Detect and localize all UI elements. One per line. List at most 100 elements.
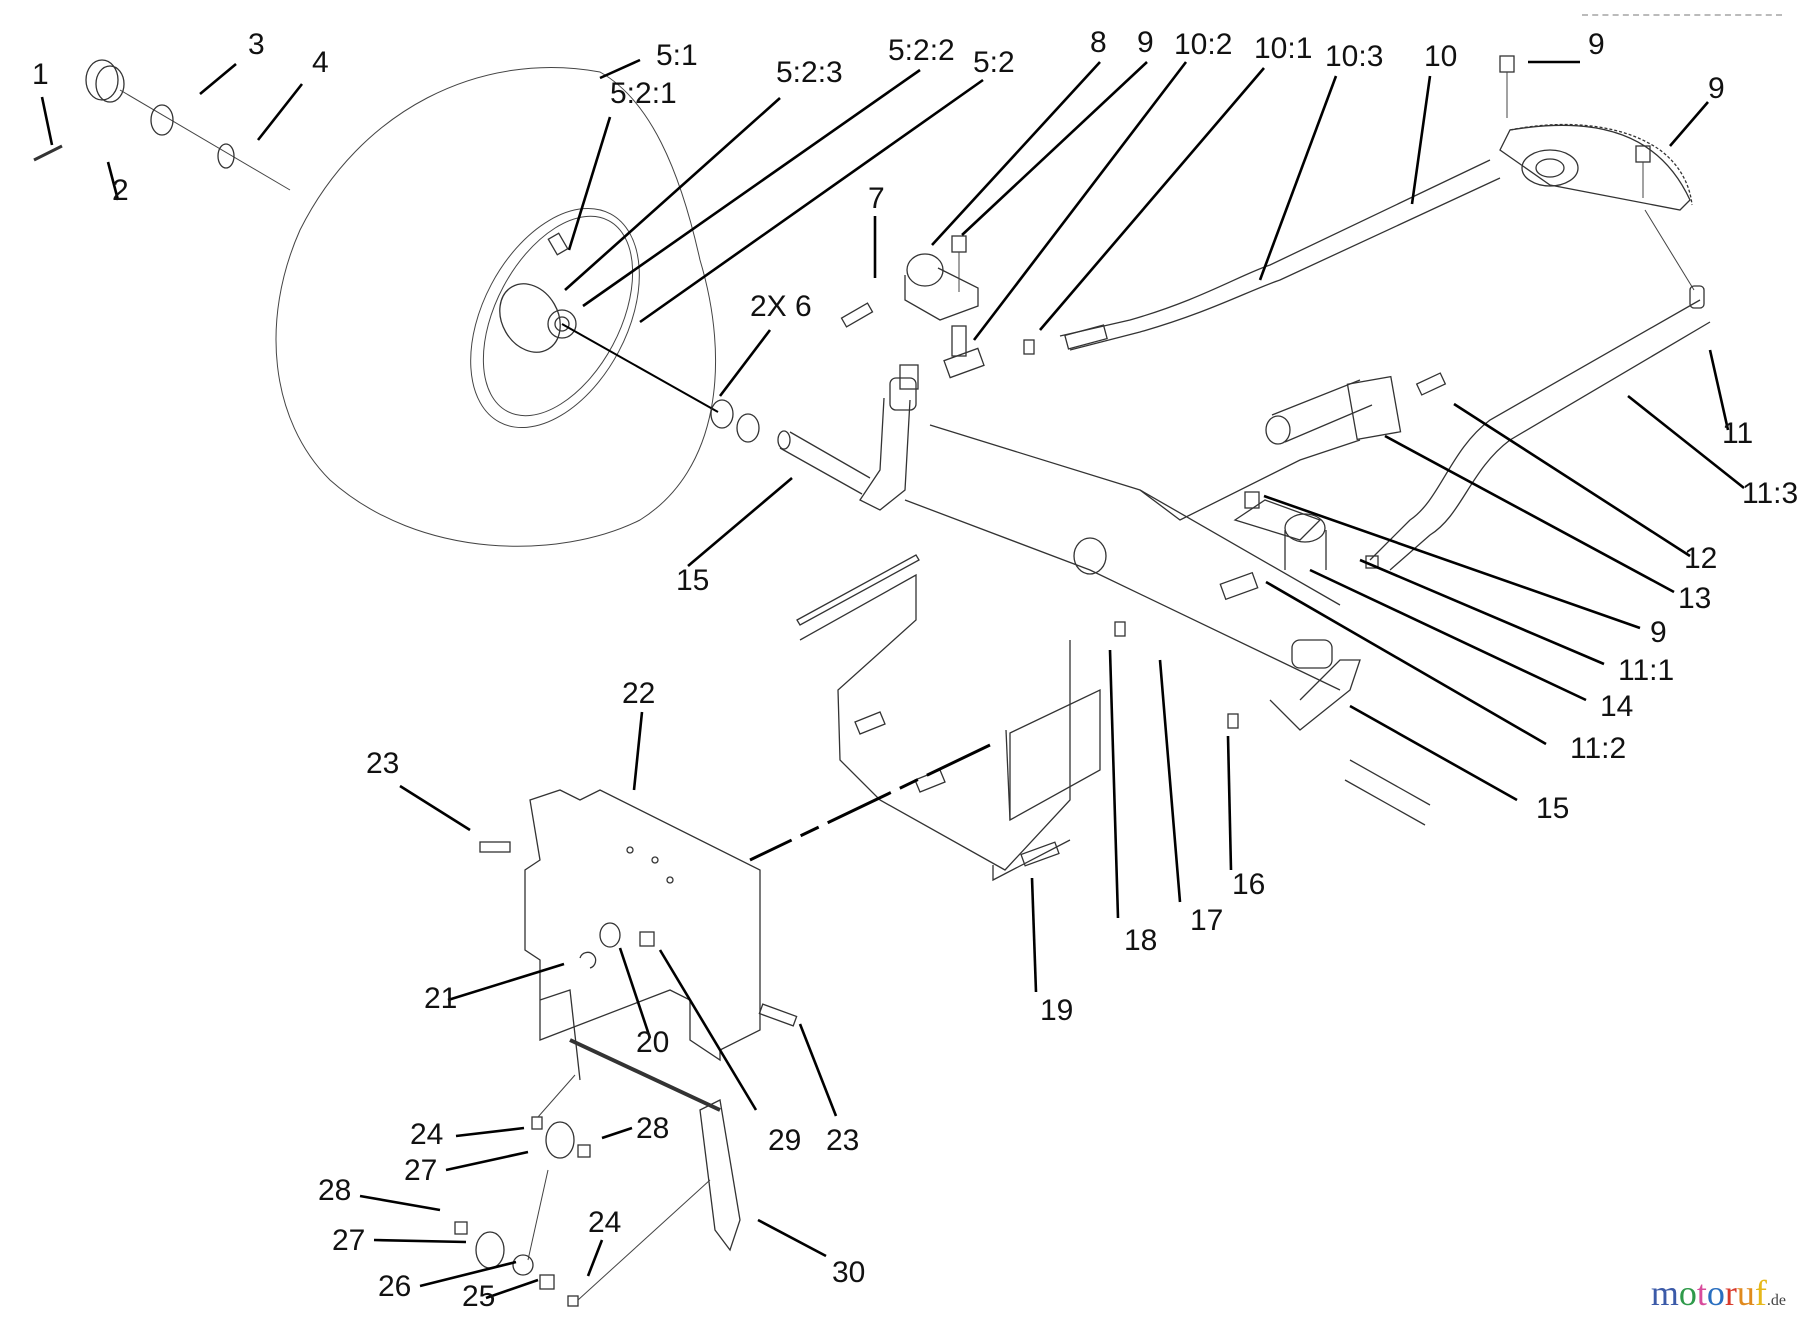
callout-label: 25 [462, 1280, 495, 1313]
callout-label: 21 [424, 982, 457, 1015]
tie-rod-end-11-2 [1219, 571, 1259, 601]
nut-9-top [1499, 55, 1515, 73]
callout-label: 15 [676, 564, 709, 597]
spindle-right [1219, 491, 1431, 826]
bolt-19 [1020, 841, 1060, 867]
steering-arm-8 [840, 235, 985, 379]
spindle-left [777, 364, 919, 511]
e-clip-21 [579, 951, 597, 969]
leader-line [199, 63, 237, 95]
leader-line [1453, 402, 1691, 558]
leader-line [567, 116, 612, 251]
hub-bearing [547, 309, 577, 339]
pivot-eye [1073, 537, 1107, 575]
callout-label: 10 [1424, 40, 1457, 73]
callout-label: 24 [588, 1206, 621, 1239]
leader-line [798, 1023, 838, 1117]
callout-label: 5:1 [656, 39, 698, 72]
nut-24-upper [531, 1116, 543, 1130]
leader-line [1226, 735, 1233, 871]
washer-4 [217, 143, 235, 169]
callout-label: 26 [378, 1270, 411, 1303]
axle-line [119, 89, 291, 191]
callout-label: 11:1 [1618, 654, 1674, 687]
callout-label: 10:3 [1325, 40, 1383, 73]
leader-line [445, 1150, 529, 1172]
bolt-23-left [479, 841, 511, 853]
leader-line [718, 329, 772, 397]
leader-line [757, 1218, 827, 1258]
callout-label: 9 [1137, 26, 1154, 59]
leader-line [972, 61, 1188, 341]
callout-label: 11 [1722, 417, 1753, 450]
nut-24-lower [567, 1295, 579, 1307]
mounting-bracket-17 [796, 554, 1126, 882]
leader-line [1669, 101, 1709, 147]
leader-lines [40, 58, 1745, 1300]
leader-line [961, 61, 1148, 236]
tie-rod-end-10-2 [943, 347, 985, 379]
leader-line [447, 962, 565, 1002]
rim-outer [470, 207, 640, 429]
drag-link-11 [1369, 285, 1711, 571]
callout-label: 20 [636, 1026, 669, 1059]
leader-line [1039, 67, 1265, 331]
leader-line [256, 83, 304, 141]
pedal-rod [569, 1038, 721, 1112]
callout-label: 30 [832, 1256, 865, 1289]
callout-label: 27 [404, 1154, 437, 1187]
washer-27-upper [545, 1121, 575, 1159]
hub [499, 283, 561, 353]
leader-line [399, 784, 471, 832]
watermark-letter: t [1696, 1273, 1707, 1313]
pivot-pin-13 [1265, 372, 1447, 445]
leader-line [687, 477, 793, 567]
watermark-letter: r [1724, 1273, 1737, 1313]
leader-line [1349, 704, 1518, 802]
watermark-letter: o [1706, 1273, 1725, 1313]
leader-line [1258, 75, 1338, 281]
leader-line [582, 68, 921, 308]
leader-line [618, 947, 652, 1039]
axle-beam [904, 424, 1361, 691]
tire-outline [275, 67, 717, 547]
callout-label: 1 [32, 58, 49, 91]
callout-label: 5:2:3 [776, 56, 843, 89]
leader-line [373, 1238, 467, 1244]
leader-line [40, 96, 54, 146]
watermark-letter: f [1754, 1273, 1767, 1313]
pedal-plate-22 [479, 789, 798, 1252]
hub-cap-2 [85, 59, 125, 103]
mount-centerline [749, 743, 991, 862]
leader-line [1708, 349, 1730, 431]
watermark-letter: u [1736, 1273, 1755, 1313]
callout-label: 28 [636, 1112, 669, 1145]
axle-centerline [561, 323, 719, 413]
washer-27-lower [475, 1231, 505, 1269]
washer-6b [736, 413, 760, 443]
leader-line [1359, 558, 1605, 666]
bolt-12 [1415, 372, 1447, 396]
leader-line [419, 1260, 517, 1288]
grease-fitting-16 [1227, 713, 1239, 729]
bushing-20 [599, 922, 621, 948]
nut-28-upper [577, 1144, 591, 1158]
spring-26 [512, 1254, 534, 1276]
pin-7 [840, 302, 874, 328]
callout-label: 19 [1040, 994, 1073, 1027]
callout-label: 16 [1232, 868, 1265, 901]
leader-line [455, 1126, 525, 1138]
callout-label: 24 [410, 1118, 443, 1151]
leader-line [1627, 394, 1745, 490]
callout-label: 5:2:1 [610, 77, 677, 110]
callout-label: 2X 6 [750, 290, 812, 323]
callout-label: 9 [1588, 28, 1605, 61]
valve-stem [547, 232, 569, 256]
pedal-30 [699, 1099, 741, 1252]
leader-line [1263, 494, 1641, 630]
leader-line [931, 61, 1101, 246]
callout-label: 17 [1190, 904, 1223, 937]
watermark-suffix: .de [1766, 1292, 1786, 1309]
leader-line [599, 58, 641, 80]
